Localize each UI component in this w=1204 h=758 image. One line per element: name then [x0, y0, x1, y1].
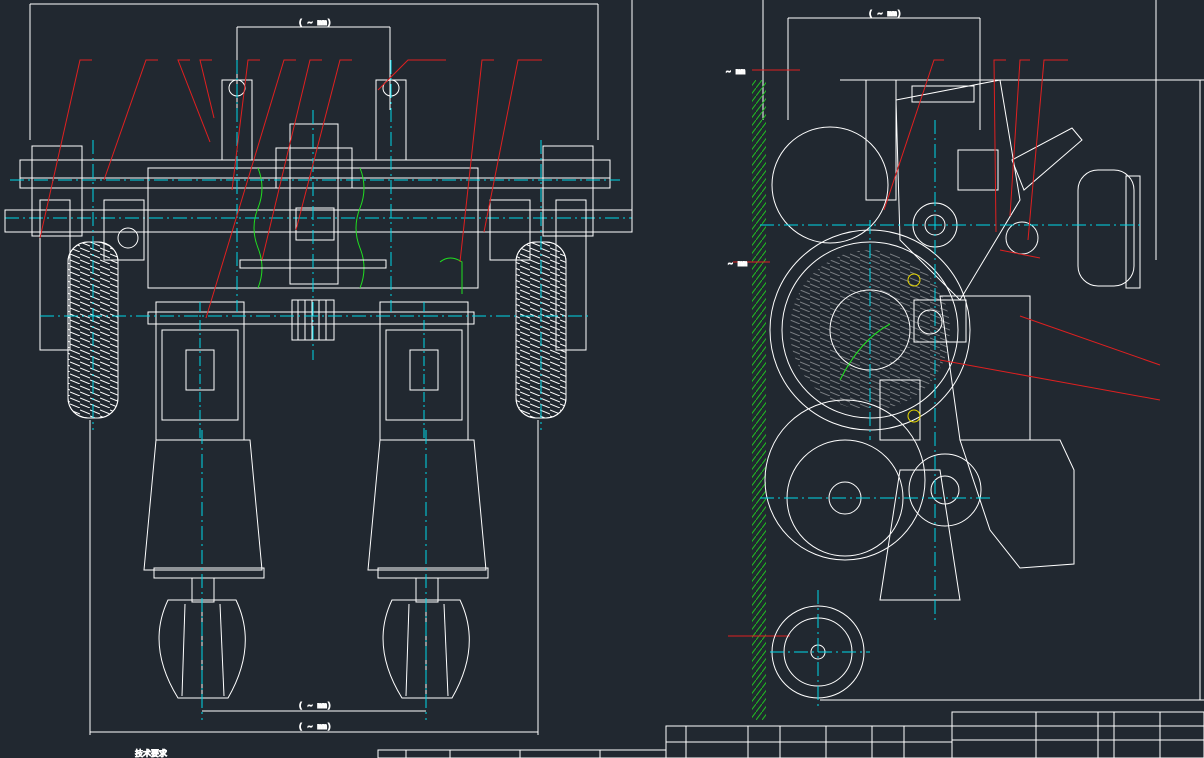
lower-cross-bar	[147, 311, 475, 325]
right-metering-unit	[367, 301, 489, 700]
dim-top-length: ( ~ mm)	[868, 9, 902, 18]
dim-bottom-row-spacing: ( ~ mm)	[298, 701, 332, 710]
drive-shaft	[4, 209, 633, 233]
dim-top-wheel-track: ( ~ mm)	[298, 18, 332, 27]
side-upper-disc	[771, 126, 889, 244]
side-view: ( ~ mm) ~ mm ~ mm	[726, 0, 1204, 720]
center-gearbox	[289, 123, 339, 285]
right-press-wheel	[382, 599, 470, 699]
side-metering-wheel	[908, 453, 982, 527]
dim-bottom-overall-width: ( ~ mm)	[298, 722, 332, 731]
front-view-leaders	[39, 59, 542, 319]
technical-note-label: 技术要求	[135, 748, 167, 758]
side-gear-right	[1005, 221, 1039, 255]
main-frame-beam	[19, 159, 611, 179]
side-seed-hopper	[1077, 169, 1135, 287]
side-mast	[865, 79, 897, 201]
side-spring	[911, 85, 975, 103]
side-square-tube	[957, 149, 999, 191]
front-view: ( ~ mm)	[4, 0, 633, 758]
ground-hatch	[752, 80, 766, 720]
dim-left-upper: ~ mm	[726, 67, 745, 76]
side-seed-disc	[764, 399, 926, 561]
break-line-right	[355, 167, 365, 289]
left-wheel-bracket	[31, 145, 83, 237]
break-line-left	[253, 167, 263, 289]
dim-left-middle: ~ mm	[728, 259, 747, 268]
title-block	[377, 711, 1204, 758]
side-lower-hopper	[959, 439, 1075, 569]
right-wheel-bracket	[542, 145, 594, 237]
side-view-leaders	[883, 59, 1161, 401]
left-metering-unit	[143, 301, 265, 700]
side-frame-plate	[895, 79, 1021, 301]
left-press-wheel	[158, 599, 246, 699]
